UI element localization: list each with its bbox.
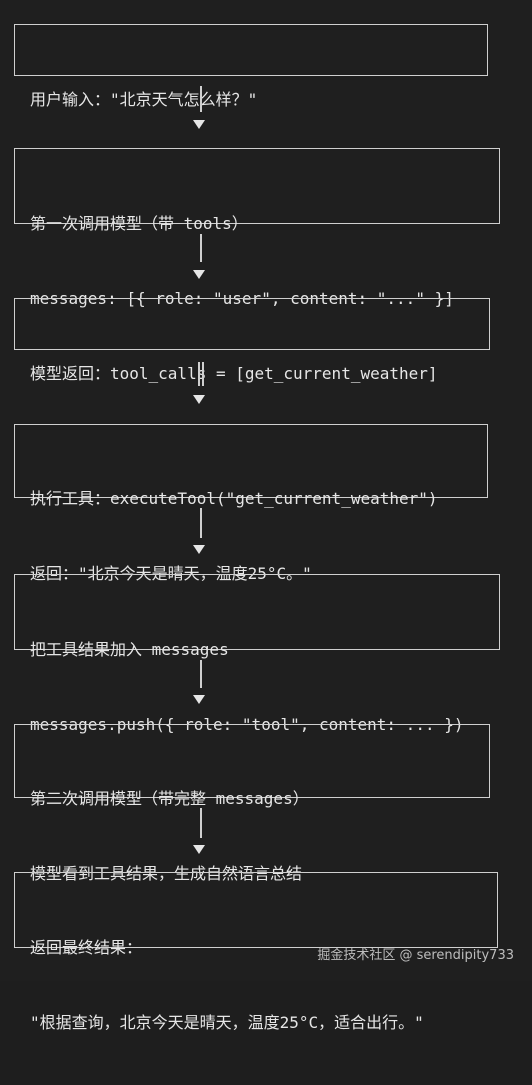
step-text: 把工具结果加入 messages (30, 640, 229, 659)
step-execute-tool: 执行工具：executeTool("get_current_weather") … (14, 424, 488, 583)
watermark: 掘金技术社区 @ serendipity733 (317, 948, 514, 963)
step-text: 用户输入："北京天气怎么样？" (30, 90, 258, 109)
connector-double-line (198, 362, 204, 386)
connector-line (200, 660, 202, 688)
step-user-input: 用户输入："北京天气怎么样？" (14, 24, 488, 109)
arrow-down-icon (193, 545, 205, 554)
step-final-result: 返回最终结果： "根据查询，北京今天是晴天，温度25°C，适合出行。" (14, 872, 498, 1032)
step-text: 执行工具：executeTool("get_current_weather") (30, 489, 438, 508)
arrow-down-icon (193, 695, 205, 704)
connector-line (200, 808, 202, 838)
arrow-down-icon (193, 395, 205, 404)
step-model-returns-tool-call: 模型返回：tool_calls = [get_current_weather] (14, 298, 490, 383)
step-text: "根据查询，北京今天是晴天，温度25°C，适合出行。" (30, 1013, 424, 1032)
step-text: 第一次调用模型（带 tools） (30, 214, 248, 233)
connector-line (200, 508, 202, 538)
step-text: 返回最终结果： (30, 938, 143, 957)
step-text: 模型看到工具结果，生成自然语言总结 (30, 864, 303, 883)
connector-line (200, 234, 202, 262)
step-first-model-call: 第一次调用模型（带 tools） messages: [{ role: "use… (14, 148, 500, 308)
step-append-tool-result: 把工具结果加入 messages messages.push({ role: "… (14, 574, 500, 734)
step-second-model-call: 第二次调用模型（带完整 messages） 模型看到工具结果，生成自然语言总结 (14, 724, 490, 883)
connector-line (200, 86, 202, 112)
step-text: 第二次调用模型（带完整 messages） (30, 789, 309, 808)
arrow-down-icon (193, 845, 205, 854)
step-text: 模型返回：tool_calls = [get_current_weather] (30, 364, 438, 383)
arrow-down-icon (193, 270, 205, 279)
diagram-canvas: 用户输入："北京天气怎么样？" 第一次调用模型（带 tools） message… (14, 24, 514, 1032)
arrow-down-icon (193, 120, 205, 129)
step-text: 返回："北京今天是晴天，温度25°C。" (30, 564, 312, 583)
